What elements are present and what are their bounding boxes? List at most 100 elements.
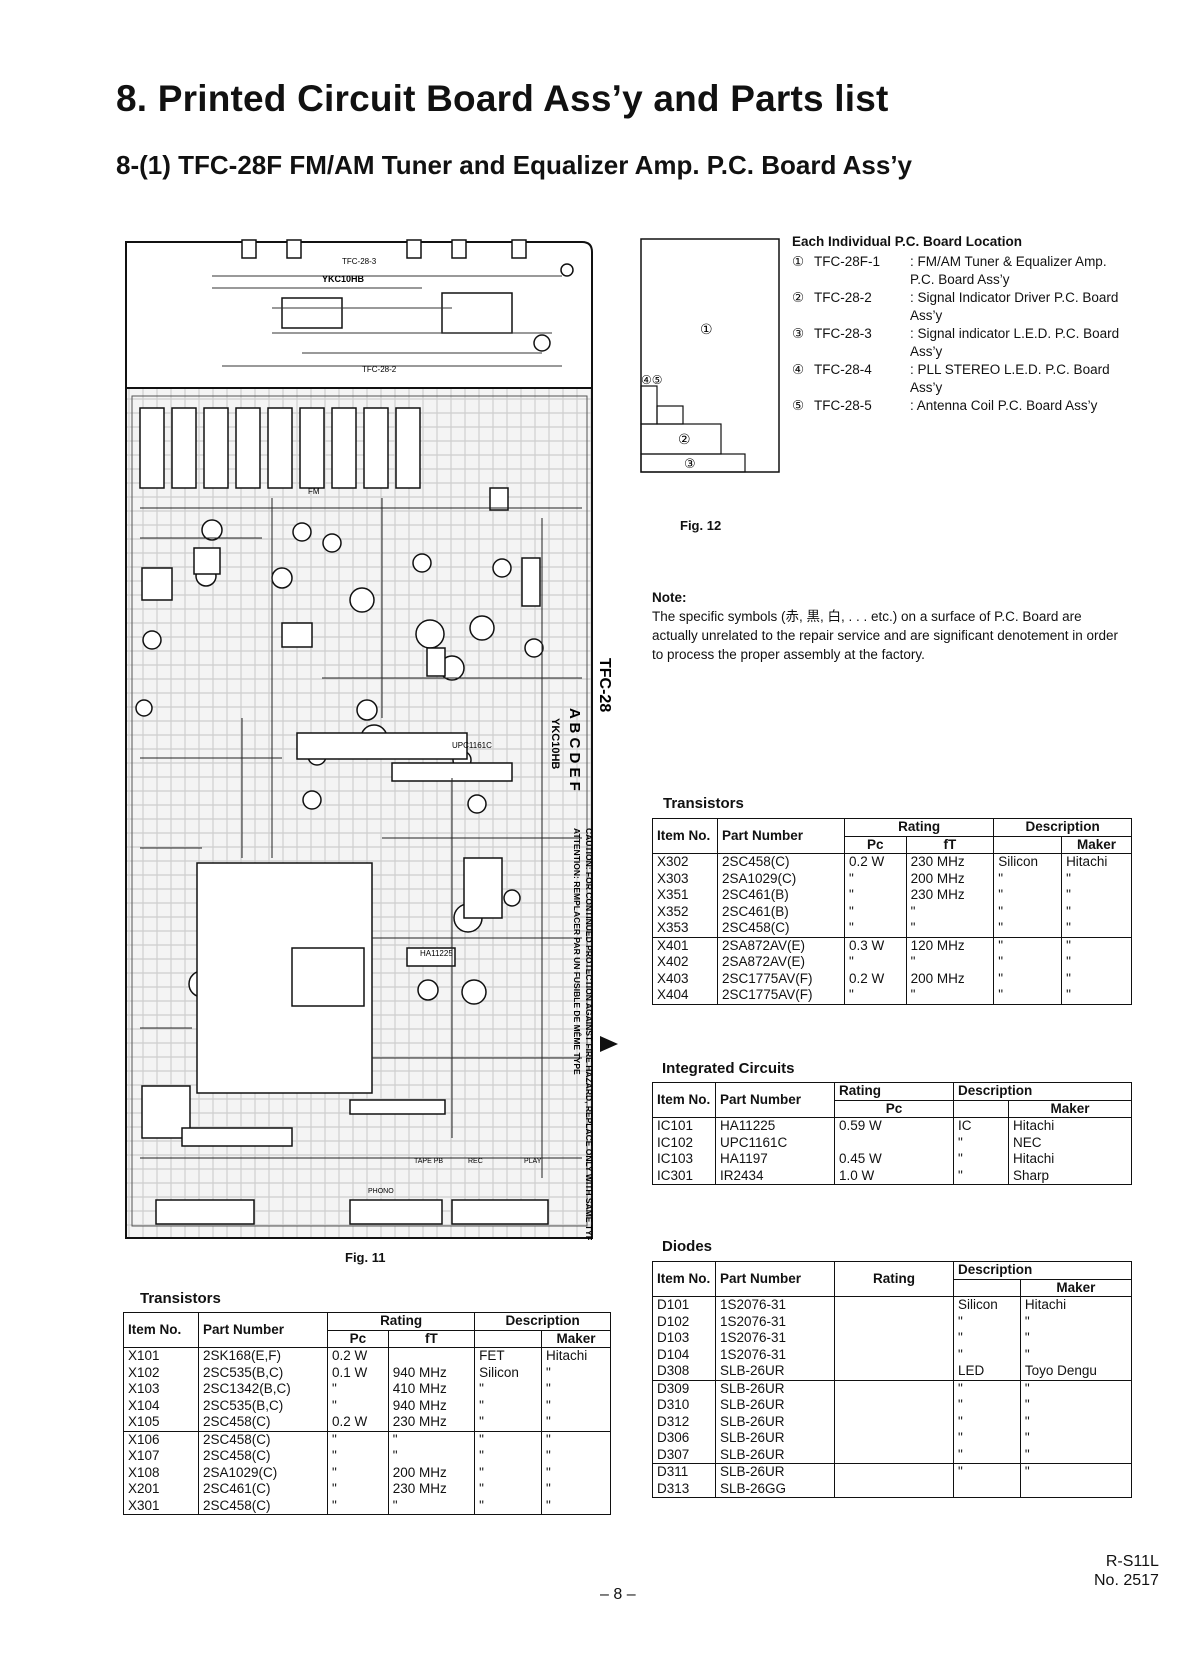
cell-maker: Sharp <box>1008 1167 1132 1185</box>
cell-ft: 410 MHz <box>387 1381 476 1398</box>
cell-ft: 940 MHz <box>387 1397 476 1414</box>
col-rating: Rating <box>326 1312 476 1331</box>
cell-part: SLB-26UR <box>715 1413 835 1430</box>
cell-rating <box>834 1463 954 1481</box>
cell-desc: " <box>953 1167 1009 1185</box>
cell-part: 2SC458(C) <box>198 1448 328 1465</box>
mark-1: ① <box>700 322 713 338</box>
cell-rating <box>834 1413 954 1430</box>
cell-maker: " <box>541 1397 611 1414</box>
cell-pc: " <box>327 1448 389 1465</box>
cell-rating <box>834 1379 954 1397</box>
play-label: PLAY <box>524 1158 542 1165</box>
cell-item: X351 <box>652 887 718 904</box>
cell-desc: " <box>993 970 1063 987</box>
cell-desc: " <box>953 1379 1021 1397</box>
cell-item: D104 <box>652 1346 716 1363</box>
col-desc-sub <box>953 1279 1021 1297</box>
cell-item: X106 <box>123 1430 199 1448</box>
cell-item: D308 <box>652 1363 716 1380</box>
cell-item: D311 <box>652 1463 716 1481</box>
cell-desc: " <box>993 987 1063 1005</box>
cell-desc: " <box>993 954 1063 971</box>
cell-ft: " <box>905 920 995 937</box>
cell-rating <box>834 1346 954 1363</box>
cell-maker: Hitachi <box>1061 853 1132 871</box>
cell-ft: " <box>905 954 995 971</box>
cell-maker <box>1019 1480 1133 1498</box>
cell-part: UPC1161C <box>715 1134 835 1151</box>
location-desc: : Antenna Coil P.C. Board Ass’y <box>910 398 1098 413</box>
location-code: TFC-28-2 <box>814 290 872 305</box>
cell-part: 1S2076-31 <box>715 1313 835 1330</box>
cell-rating <box>834 1330 954 1347</box>
cell-ft: 230 MHz <box>387 1481 476 1498</box>
cell-desc: " <box>993 887 1063 904</box>
cell-part: 2SK168(E,F) <box>198 1347 328 1365</box>
cell-maker: " <box>1061 870 1132 887</box>
cell-item: D310 <box>652 1397 716 1414</box>
cell-desc: " <box>993 920 1063 937</box>
cell-item: X303 <box>652 870 718 887</box>
cell-maker: " <box>541 1381 611 1398</box>
cell-desc: " <box>953 1330 1021 1347</box>
cell-desc: " <box>474 1414 543 1431</box>
col-part-number: Part Number <box>198 1312 328 1348</box>
cell-item: X302 <box>652 853 718 871</box>
cell-pc: 0.2 W <box>844 853 907 871</box>
cell-item: D101 <box>652 1296 716 1314</box>
location-number: ① <box>792 254 805 269</box>
cell-pc <box>834 1134 954 1151</box>
mark-2: ② <box>678 432 691 448</box>
location-code: TFC-28-5 <box>814 398 872 413</box>
cell-desc: " <box>953 1446 1021 1464</box>
cell-desc: " <box>953 1413 1021 1430</box>
fig11-caption: Fig. 11 <box>345 1250 386 1265</box>
model-name: R-S11L <box>1105 1553 1159 1570</box>
cell-part: HA1197 <box>715 1151 835 1168</box>
cell-part: SLB-26UR <box>715 1446 835 1464</box>
cell-desc: " <box>474 1464 543 1481</box>
cell-ft: 230 MHz <box>905 887 995 904</box>
location-code: TFC-28-3 <box>814 326 872 341</box>
ic-title: Integrated Circuits <box>662 1060 795 1077</box>
page-title: 8. Printed Circuit Board Ass’y and Parts… <box>116 78 889 119</box>
location-code: TFC-28-4 <box>814 362 872 377</box>
cell-maker: " <box>541 1481 611 1498</box>
cell-maker: " <box>541 1430 611 1448</box>
location-number: ② <box>792 290 805 305</box>
cell-item: IC101 <box>652 1117 716 1135</box>
cell-item: IC102 <box>652 1134 716 1151</box>
cell-item: X352 <box>652 903 718 920</box>
cell-rating <box>834 1446 954 1464</box>
cell-pc: " <box>844 887 907 904</box>
abcdef-label: A B C D E F <box>566 708 583 791</box>
cell-part: 2SC535(B,C) <box>198 1397 328 1414</box>
cell-item: D102 <box>652 1313 716 1330</box>
cell-rating <box>834 1480 954 1498</box>
col-rating: Rating <box>834 1261 954 1297</box>
cell-pc: " <box>844 903 907 920</box>
cell-maker: " <box>1019 1413 1133 1430</box>
cell-maker: Hitachi <box>1008 1117 1132 1135</box>
cell-item: X103 <box>123 1381 199 1398</box>
cell-item: IC103 <box>652 1151 716 1168</box>
cell-pc: 0.2 W <box>327 1414 389 1431</box>
doc-number: No. 2517 <box>1094 1572 1159 1589</box>
location-desc: : Signal Indicator Driver P.C. Board Ass… <box>910 290 1119 323</box>
cell-rating <box>834 1296 954 1314</box>
section-title: 8-(1) TFC-28F FM/AM Tuner and Equalizer … <box>116 150 912 180</box>
cell-item: X104 <box>123 1397 199 1414</box>
mark-45: ④⑤ <box>641 373 663 387</box>
col-pc: Pc <box>844 835 907 854</box>
col-part-number: Part Number <box>715 1261 835 1297</box>
cell-pc: " <box>327 1381 389 1398</box>
cell-maker: " <box>541 1497 611 1515</box>
cell-part: HA11225 <box>715 1117 835 1135</box>
